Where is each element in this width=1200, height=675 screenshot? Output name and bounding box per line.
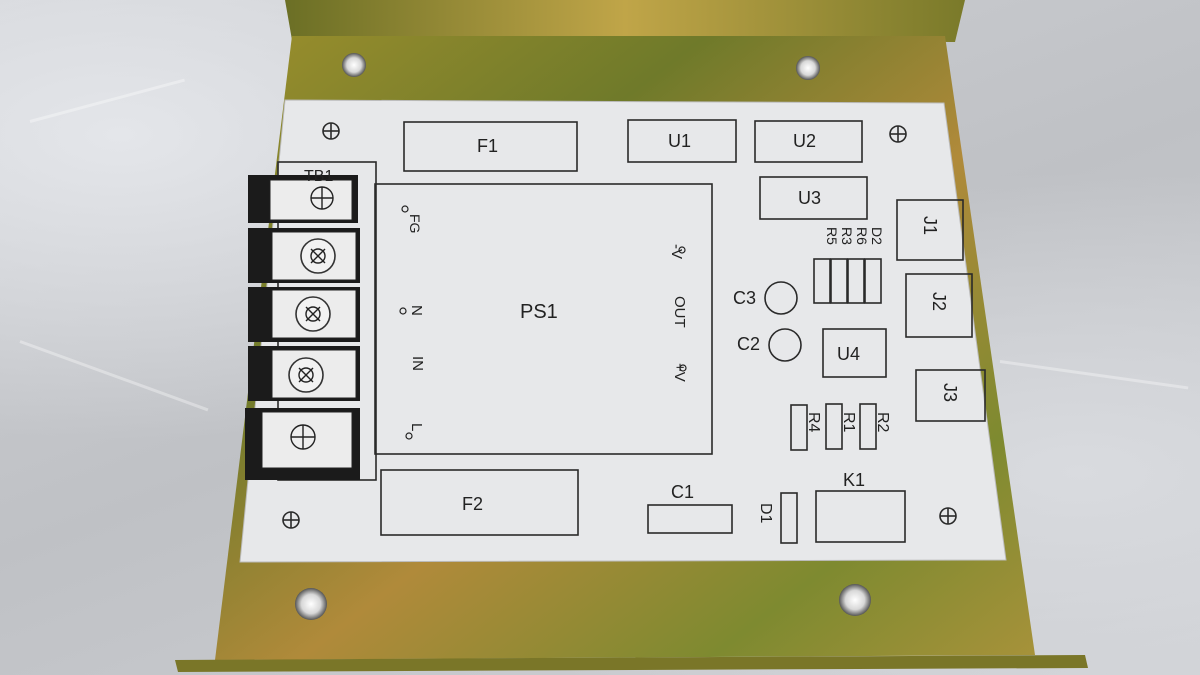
label-minus-v: -V bbox=[668, 244, 685, 259]
u1-outline bbox=[627, 119, 737, 163]
label-n: N bbox=[408, 305, 425, 316]
mounting-hole bbox=[295, 588, 327, 620]
label-fg: FG bbox=[407, 214, 423, 233]
r2-outline bbox=[859, 403, 877, 450]
fg-pin-icon bbox=[401, 205, 409, 213]
j2-outline bbox=[905, 273, 973, 338]
r5-outline bbox=[813, 258, 831, 304]
label-r4: R4 bbox=[805, 412, 822, 433]
label-d1: D1 bbox=[757, 503, 774, 524]
terminal-block bbox=[248, 228, 360, 283]
label-j3: J3 bbox=[940, 383, 960, 402]
fuse-f1-outline bbox=[403, 121, 578, 172]
r1-outline bbox=[825, 403, 843, 450]
mounting-hole bbox=[342, 53, 366, 77]
label-r6: R6 bbox=[854, 227, 870, 245]
c1-outline bbox=[647, 504, 733, 534]
u3-outline bbox=[759, 176, 868, 220]
fuse-f2-outline bbox=[380, 469, 579, 536]
r4-outline bbox=[790, 404, 808, 451]
label-out: OUT bbox=[671, 296, 688, 328]
j3-outline bbox=[915, 369, 986, 422]
c2-outline bbox=[768, 328, 802, 362]
label-c1: C1 bbox=[671, 482, 694, 502]
ps1-outline bbox=[374, 183, 713, 455]
label-d2: D2 bbox=[869, 227, 885, 245]
u2-outline bbox=[754, 120, 863, 163]
screw-symbol bbox=[322, 122, 340, 140]
mounting-hole bbox=[839, 584, 871, 616]
minus-v-pin-icon bbox=[678, 246, 686, 254]
d2-outline bbox=[864, 258, 882, 304]
label-r2: R2 bbox=[874, 412, 891, 433]
label-u3: U3 bbox=[798, 188, 821, 208]
label-r1: R1 bbox=[840, 412, 857, 433]
plus-v-pin-icon bbox=[679, 364, 687, 372]
label-tb1: TB1 bbox=[304, 168, 333, 185]
screw-symbol bbox=[282, 511, 300, 529]
label-l: L bbox=[408, 423, 425, 431]
l-pin-icon bbox=[405, 432, 413, 440]
c3-outline bbox=[764, 281, 798, 315]
label-ps1: PS1 bbox=[520, 301, 558, 323]
n-pin-icon bbox=[399, 307, 407, 315]
label-r5: R5 bbox=[824, 227, 840, 245]
label-u2: U2 bbox=[793, 131, 816, 151]
terminal-block bbox=[248, 287, 360, 342]
screw-symbol bbox=[889, 125, 907, 143]
terminal-block bbox=[248, 346, 360, 401]
label-j2: J2 bbox=[929, 292, 949, 311]
label-in: IN bbox=[409, 356, 426, 371]
screw-symbol bbox=[939, 507, 957, 525]
label-f1: F1 bbox=[477, 136, 498, 156]
j1-outline bbox=[896, 199, 964, 261]
terminal-block bbox=[248, 175, 358, 223]
label-f2: F2 bbox=[462, 494, 483, 514]
label-u4: U4 bbox=[837, 344, 860, 364]
label-r3: R3 bbox=[839, 227, 855, 245]
label-k1: K1 bbox=[843, 470, 865, 490]
bracket-back-flange bbox=[285, 0, 965, 42]
mounting-hole bbox=[796, 56, 820, 80]
r6-outline bbox=[847, 258, 865, 304]
k1-outline bbox=[815, 490, 906, 543]
label-plus-v: +V bbox=[671, 363, 688, 382]
label-c3: C3 bbox=[733, 288, 756, 308]
terminal-block bbox=[245, 408, 360, 480]
d1-outline bbox=[780, 492, 798, 544]
label-u1: U1 bbox=[668, 131, 691, 151]
label-j1: J1 bbox=[920, 216, 940, 235]
r3-outline bbox=[830, 258, 848, 304]
u4-outline bbox=[822, 328, 887, 378]
bracket-bottom-lip bbox=[175, 655, 1088, 672]
label-c2: C2 bbox=[737, 334, 760, 354]
